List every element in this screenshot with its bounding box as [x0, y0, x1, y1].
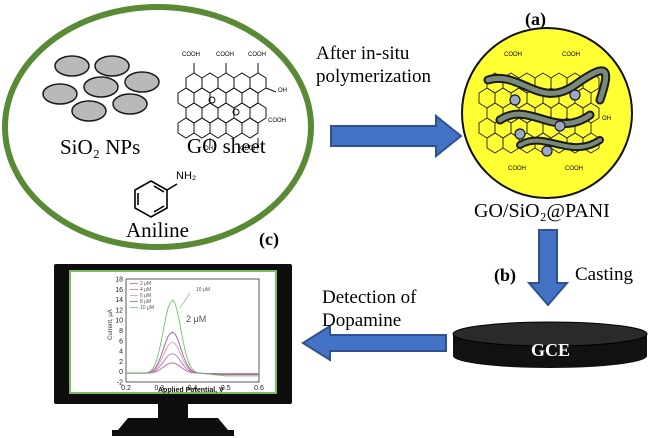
- legend-label: 10 μM: [140, 305, 154, 311]
- composite-cooh-1: COOH: [504, 52, 522, 58]
- go-oh-bottom: OH: [204, 146, 213, 152]
- composite-circle: [461, 27, 633, 199]
- monitor-base: [112, 430, 234, 436]
- y-tick-label: -2: [117, 380, 123, 387]
- detection-arrow: [301, 324, 447, 362]
- composite-cooh-2: COOH: [562, 52, 580, 58]
- legend-label: 6 μM: [140, 293, 151, 299]
- legend-label: 8 μM: [140, 299, 151, 305]
- gce-top: [452, 321, 648, 347]
- sio2-nanoparticles: [42, 55, 160, 122]
- y-tick-label: 14: [115, 297, 123, 304]
- x-tick-label: 0.4: [188, 385, 198, 392]
- y-tick-label: 18: [115, 277, 123, 284]
- composite-sio2-particles: [509, 89, 581, 157]
- detect-line2: Dopamine: [322, 310, 402, 331]
- x-tick-label: 0.3: [154, 385, 164, 392]
- gce-label: GCE: [531, 340, 571, 360]
- y-tick-label: 2: [119, 359, 123, 366]
- plot-y-axis-label: Current, μA: [108, 309, 114, 340]
- casting-label: Casting: [575, 264, 634, 285]
- y-tick-label: 6: [119, 338, 123, 345]
- x-tick-label: 0.5: [221, 385, 231, 392]
- x-tick-label: 0.2: [121, 385, 131, 392]
- plot-annotation-2um: 2 μM: [186, 314, 206, 324]
- go-oh-right: OH: [278, 88, 287, 94]
- composite-oh: OH: [602, 116, 611, 122]
- panel-c-label: (c): [259, 229, 279, 249]
- composite-cooh-4: COOH: [565, 166, 583, 172]
- plot-y-ticks: -2 0 2 4 6 8 10 12 14 16 18: [115, 277, 123, 387]
- y-tick-label: 16: [115, 287, 123, 294]
- casting-arrow: [526, 229, 570, 307]
- reactants-ellipse: [2, 4, 314, 250]
- y-tick-label: 0: [119, 369, 123, 376]
- plot-x-axis-label: Applied Potential, V: [158, 387, 224, 394]
- plot-frame: [125, 278, 260, 383]
- step1-line1: After in-situ: [316, 43, 410, 64]
- legend-label: 2 μM: [140, 281, 151, 287]
- plot-curves: [126, 299, 259, 377]
- composite-cooh-3: COOH: [508, 166, 526, 172]
- panel-b-label: (b): [494, 265, 516, 285]
- pani-chains: [483, 66, 611, 152]
- go-cooh-bottom: COOH: [240, 146, 258, 152]
- sio2-label: SiO₂ NPs: [60, 135, 141, 159]
- go-cooh-top-1: COOH: [182, 52, 200, 58]
- legend-label: 4 μM: [140, 287, 151, 293]
- polymerization-arrow: [330, 113, 463, 159]
- y-tick-label: 10: [115, 318, 123, 325]
- go-sheet-label: GO sheet: [187, 134, 266, 158]
- dpv-curve: [126, 299, 259, 377]
- nh2-label: NH₂: [176, 170, 197, 182]
- monitor-stand: [118, 418, 228, 430]
- x-tick-label: 0.6: [254, 385, 264, 392]
- monitor-neck: [158, 404, 188, 418]
- aniline-structure: [134, 180, 178, 218]
- go-cooh-top-2: COOH: [216, 52, 234, 58]
- go-sheet-lattice: [177, 63, 277, 146]
- y-tick-label: 4: [119, 349, 123, 356]
- go-cooh-right: COOH: [268, 118, 286, 124]
- panel-a-label: (a): [525, 9, 546, 29]
- y-tick-label: 12: [115, 307, 123, 314]
- composite-label: GO/SiO₂@PANI: [474, 200, 610, 222]
- annotation-arrow: [179, 292, 191, 309]
- aniline-label: Aniline: [126, 218, 189, 242]
- y-tick-label: 8: [119, 328, 123, 335]
- go-cooh-top-3: COOH: [248, 52, 266, 58]
- plot-annotation-10um: 10 μM: [196, 287, 210, 293]
- step1-line2: polymerization: [316, 66, 432, 87]
- plot-x-ticks: 0.2 0.3 0.4 0.5 0.6: [121, 385, 264, 392]
- detect-line1: Detection of: [322, 287, 417, 308]
